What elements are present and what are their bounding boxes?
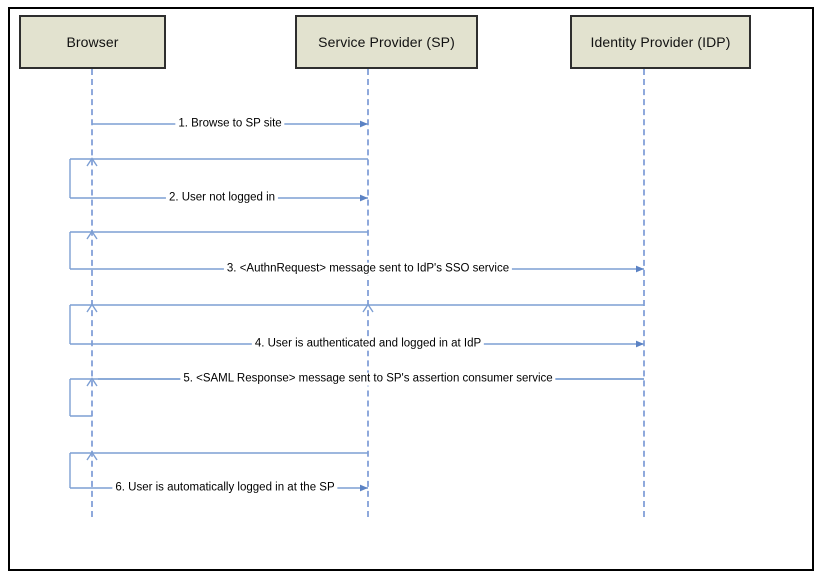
participant-label-browser: Browser — [66, 34, 119, 50]
return-arrowhead-r1 — [86, 157, 98, 167]
participant-box-service-provider[interactable]: Service Provider (SP) — [295, 15, 478, 69]
return-arrowhead-r3 — [86, 303, 98, 313]
participant-label-service-provider: Service Provider (SP) — [318, 34, 455, 50]
participant-box-identity-provider[interactable]: Identity Provider (IDP) — [570, 15, 751, 69]
message-label-3: 3. <AuthnRequest> message sent to IdP's … — [223, 262, 513, 276]
message-label-5: 5. <SAML Response> message sent to SP's … — [180, 372, 556, 386]
message-label-2: 2. User not logged in — [165, 191, 279, 205]
lifeline-browser — [91, 69, 93, 517]
message-label-1: 1. Browse to SP site — [175, 117, 285, 131]
message-label-4: 4. User is authenticated and logged in a… — [251, 337, 485, 351]
return-arrowhead-r5 — [86, 451, 98, 461]
return-arrowhead-mid-r3 — [362, 303, 374, 313]
message-label-6: 6. User is automatically logged in at th… — [112, 481, 338, 495]
return-arrowhead-r2 — [86, 230, 98, 240]
lifeline-identity-provider — [643, 69, 645, 517]
participant-box-browser[interactable]: Browser — [19, 15, 166, 69]
return-arrowhead-r4 — [86, 377, 98, 387]
diagram-frame-border — [8, 7, 814, 571]
lifeline-service-provider — [367, 69, 369, 517]
participant-label-identity-provider: Identity Provider (IDP) — [590, 34, 731, 50]
